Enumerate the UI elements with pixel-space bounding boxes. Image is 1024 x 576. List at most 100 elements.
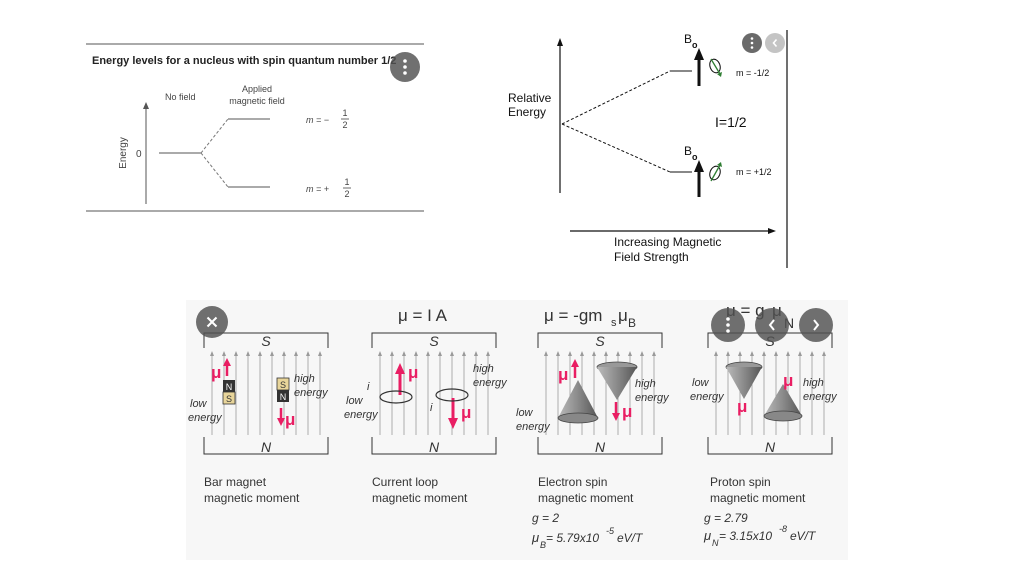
mu-label: μ: [783, 371, 793, 390]
field-line-arrow: [750, 351, 754, 356]
spin-down-icon: [709, 58, 722, 77]
south-pole-bracket: [371, 332, 497, 348]
field-line-arrow: [486, 351, 490, 356]
field-line-arrow: [544, 351, 548, 356]
svg-text:μ: μ: [703, 528, 711, 543]
svg-text:eV/T: eV/T: [617, 531, 644, 545]
svg-text:-8: -8: [779, 524, 787, 534]
low-label: low: [516, 407, 534, 419]
current-loop-caption-2: magnetic moment: [372, 491, 468, 505]
electron-cone-low: [557, 380, 599, 424]
m-upper-label: m = −: [306, 115, 329, 125]
north-pole-bracket: [537, 437, 663, 455]
field-line-arrow: [414, 351, 418, 356]
north-pole-label: N: [595, 439, 606, 455]
bar-magnet-caption-2: magnetic moment: [204, 491, 300, 505]
south-pole-bracket: [203, 332, 329, 348]
m-upper-den: 2: [342, 120, 347, 130]
field-line-arrow: [318, 351, 322, 356]
electron-cone-high: [596, 361, 638, 400]
zeeman-splitting-svg: Relative Energy B o m = -1/2 I=1/2 B o m…: [508, 30, 788, 268]
more-vertical-icon: [750, 37, 754, 49]
field-line-arrow: [580, 351, 584, 356]
south-pole-label: S: [429, 333, 439, 349]
high-label: high: [635, 378, 656, 390]
magnetic-moment-figure: μ = I A μ = -gm s μ B μ = g μ N SNSNSNSN…: [186, 300, 848, 560]
m-lower-text: m = +1/2: [736, 167, 772, 177]
proton-cone-high: [725, 361, 763, 399]
high-label: high: [473, 363, 494, 375]
field-line-arrow: [592, 351, 596, 356]
panel2-more-button[interactable]: [742, 33, 762, 53]
svg-text:s: s: [611, 317, 617, 329]
field-line-arrow: [450, 351, 454, 356]
field-line-arrow: [378, 351, 382, 356]
proton-cone-low: [763, 384, 803, 422]
north-pole-bracket: [707, 437, 833, 455]
south-pole-label: S: [261, 333, 271, 349]
field-line-arrow: [652, 351, 656, 356]
field-line-arrow: [774, 351, 778, 356]
split-lower: [200, 152, 229, 188]
field-line-arrow: [786, 351, 790, 356]
north-pole-label: N: [765, 439, 776, 455]
energy-levels-svg: Energy levels for a nucleus with spin qu…: [86, 43, 424, 212]
mu-label: μ: [622, 402, 632, 421]
field-line-arrow: [234, 351, 238, 356]
energy-label: energy: [516, 421, 551, 433]
current-loop-high: [435, 388, 469, 402]
applied-label-2: magnetic field: [229, 96, 285, 106]
energy-label: energy: [473, 377, 508, 389]
current-label: i: [430, 402, 433, 414]
close-button[interactable]: [196, 306, 228, 338]
energy-label: energy: [803, 391, 838, 403]
field-line-arrow: [616, 351, 620, 356]
electron-spin-equation: μ = -gm s μ B: [544, 306, 636, 330]
proton-spin-caption-1: Proton spin: [710, 475, 771, 489]
mu-label: μ: [558, 365, 568, 384]
electron-spin-caption-2: magnetic moment: [538, 491, 634, 505]
current-loop-low: [379, 390, 413, 404]
svg-text:N: N: [226, 382, 233, 392]
field-line-arrow: [628, 351, 632, 356]
low-label: low: [692, 377, 710, 389]
panel1-more-button[interactable]: [390, 52, 420, 82]
bar-magnet-caption-1: Bar magnet: [204, 475, 267, 489]
field-strength-label-1: Increasing Magnetic: [614, 235, 721, 249]
next-button[interactable]: [799, 308, 833, 342]
svg-text:μ = -gm: μ = -gm: [544, 306, 602, 325]
field-line-arrow: [714, 351, 718, 356]
mu-label: μ: [461, 403, 471, 422]
field-line-arrow: [222, 351, 226, 356]
panel3-more-button[interactable]: [711, 308, 745, 342]
svg-text:-5: -5: [606, 526, 615, 536]
energy-label: energy: [635, 392, 670, 404]
electron-bohr-magneton: μ B = 5.79x10 -5 eV/T: [531, 526, 644, 550]
south-pole-bracket: [537, 332, 663, 348]
previous-button[interactable]: [755, 308, 789, 342]
more-vertical-icon: [726, 317, 730, 333]
energy-label: energy: [188, 412, 223, 424]
low-label: low: [190, 398, 208, 410]
field-line-arrow: [246, 351, 250, 356]
energy-label: energy: [690, 391, 725, 403]
electron-g-value: g = 2: [532, 511, 559, 525]
m-lower-den: 2: [344, 189, 349, 199]
field-line-arrow: [568, 351, 572, 356]
panel2-prev-button[interactable]: [765, 33, 785, 53]
bar-magnet-high: S N: [276, 377, 290, 402]
current-loop-equation: μ = I A: [398, 306, 448, 325]
field-line-arrow: [604, 351, 608, 356]
energy-label: energy: [294, 387, 329, 399]
applied-label-1: Applied: [242, 84, 272, 94]
m-upper-text: m = -1/2: [736, 68, 769, 78]
spin-up-icon: [709, 162, 722, 182]
high-label: high: [803, 377, 824, 389]
bar-magnet-low: N S: [222, 380, 236, 405]
field-line-arrow: [810, 351, 814, 356]
energy-levels-title: Energy levels for a nucleus with spin qu…: [92, 55, 396, 67]
north-pole-bracket: [371, 437, 497, 455]
chevron-left-icon: [772, 38, 778, 48]
chevron-left-icon: [768, 319, 775, 331]
south-pole-label: S: [595, 333, 605, 349]
